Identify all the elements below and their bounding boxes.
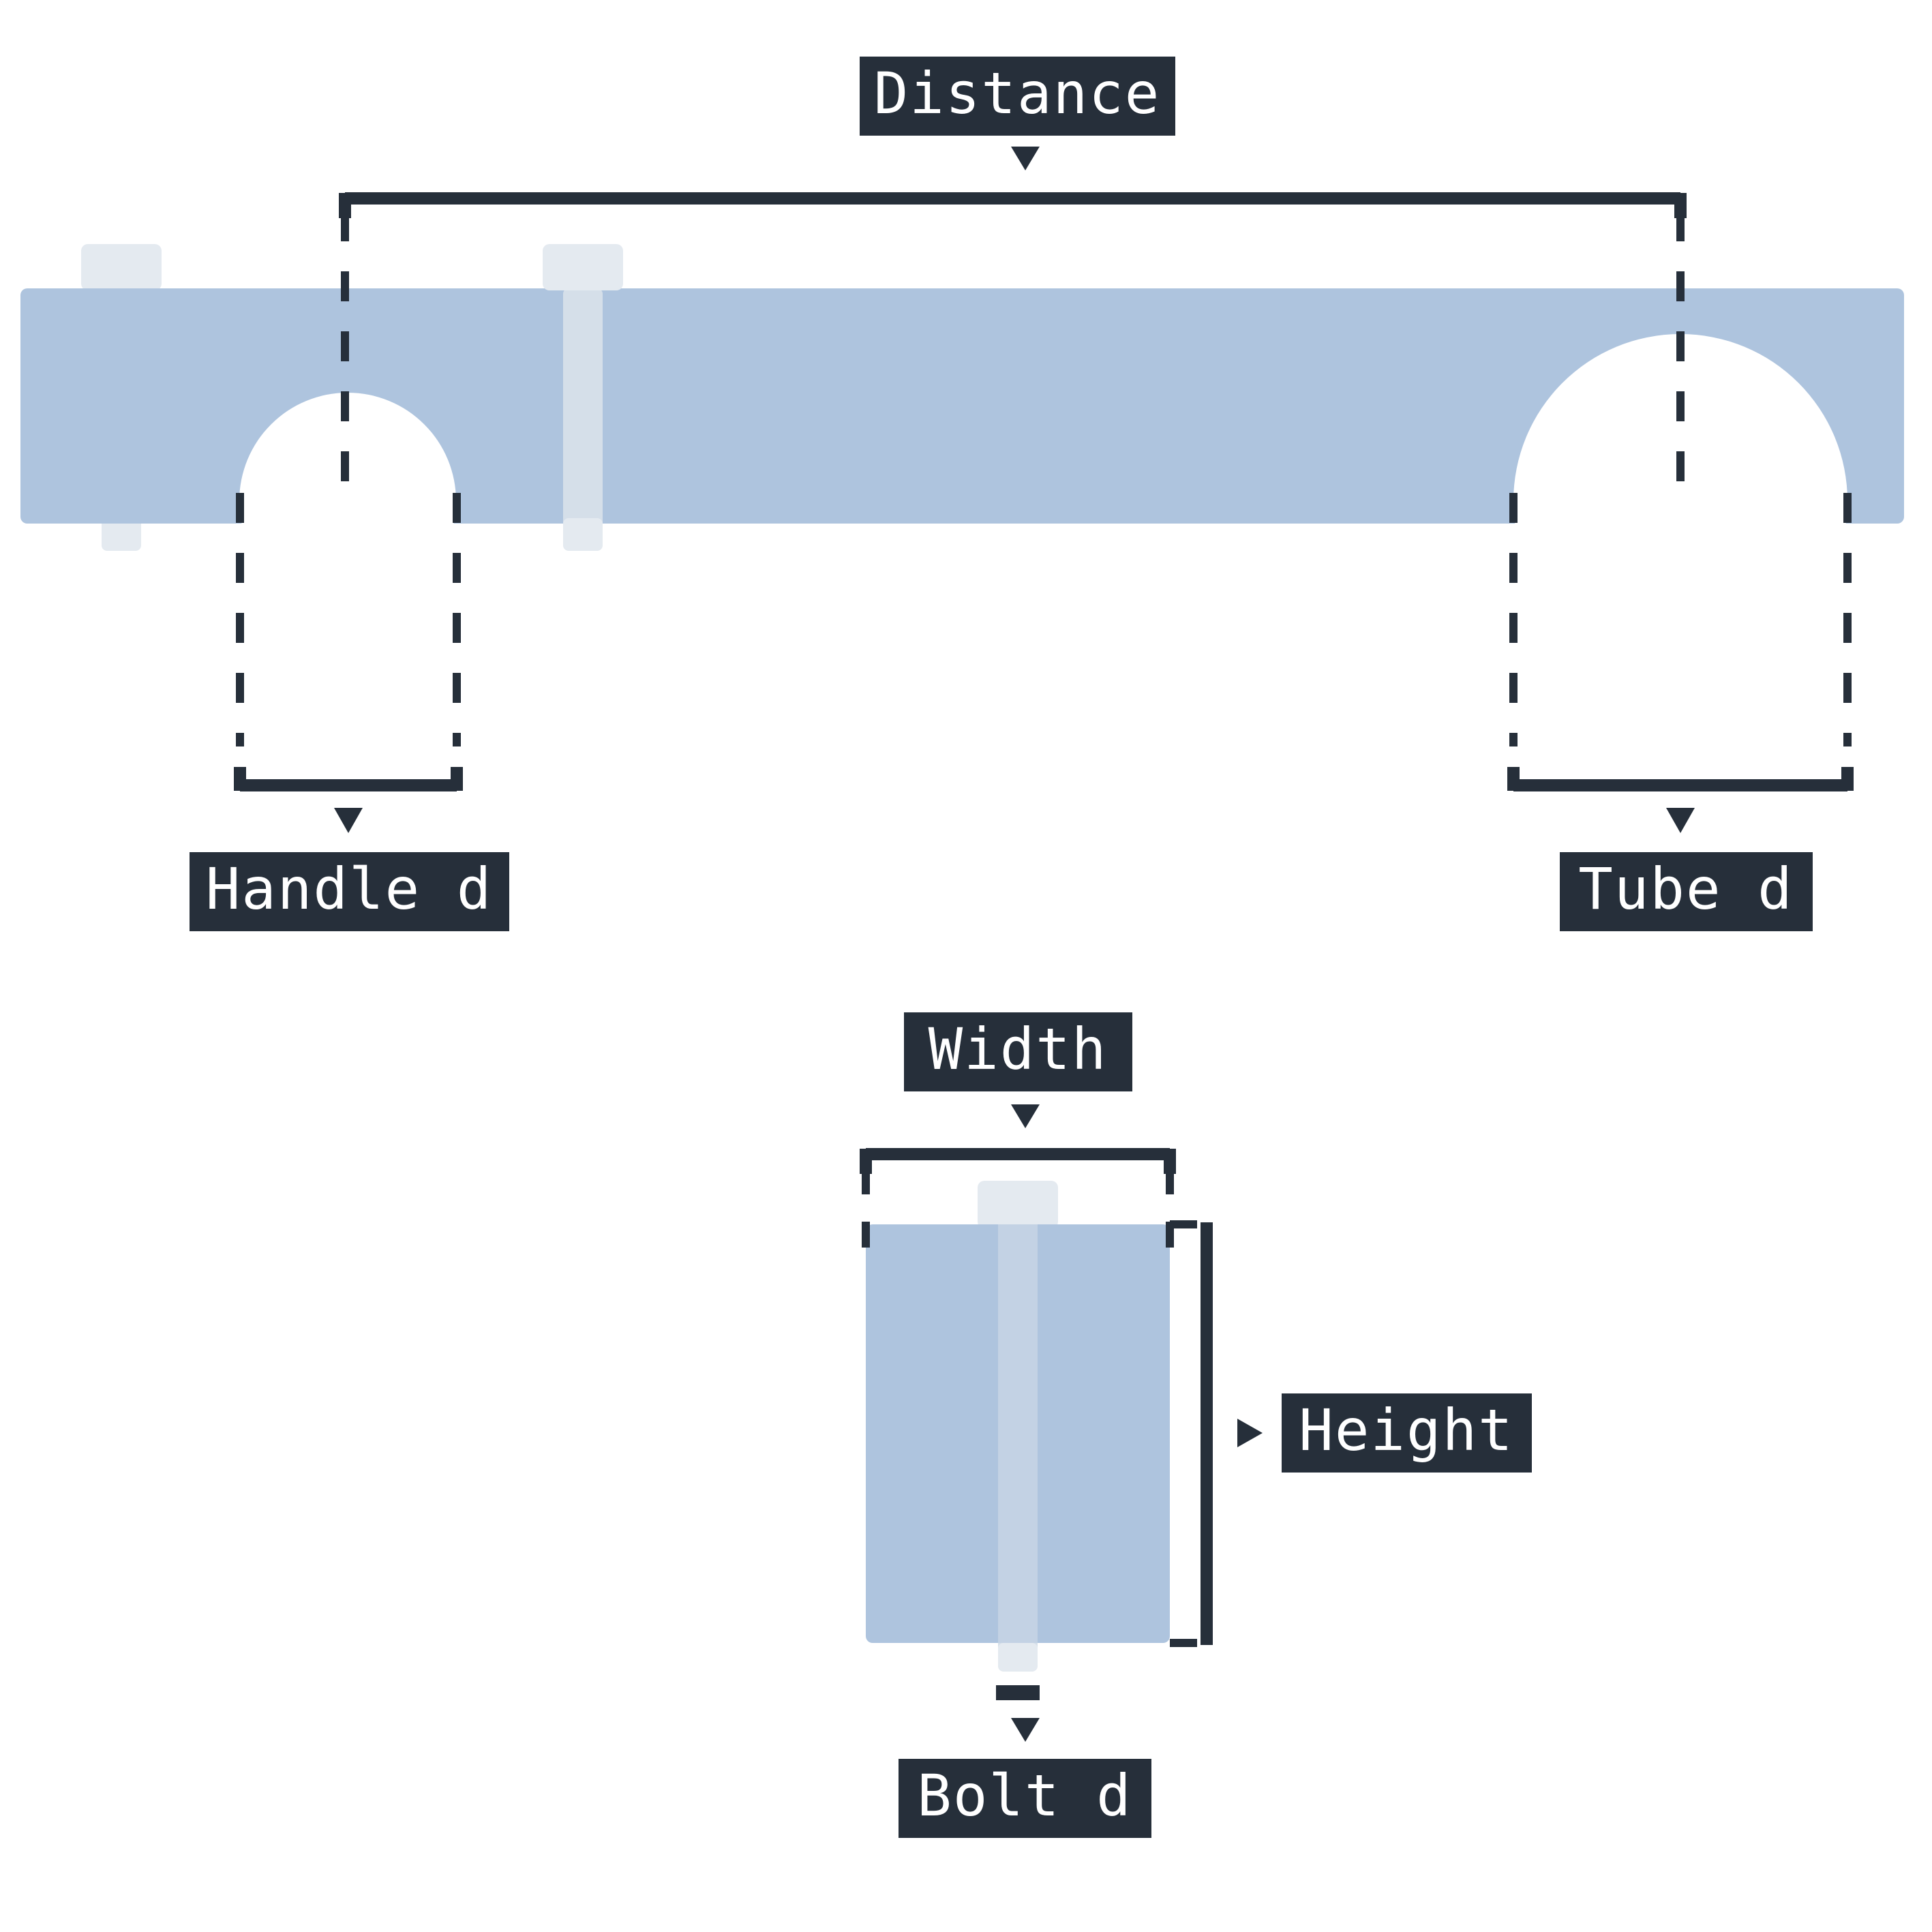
label-distance[interactable]: Distance: [860, 57, 1175, 136]
label-width[interactable]: Width: [904, 1012, 1132, 1091]
width-pointer-icon: [1011, 1104, 1040, 1128]
label-width-text: Width: [929, 1016, 1108, 1083]
measurement-bolt-d[interactable]: [996, 1685, 1040, 1742]
main-bar: [20, 288, 1904, 524]
side-bolt-tail: [998, 1643, 1038, 1672]
measurement-width[interactable]: [860, 1104, 1176, 1248]
measurement-handle-d[interactable]: [234, 493, 463, 833]
label-tube-d[interactable]: Tube d: [1560, 852, 1813, 931]
bolt-d-pointer-icon: [1011, 1718, 1040, 1742]
label-height[interactable]: Height: [1282, 1393, 1532, 1473]
measurement-tube-d[interactable]: [1507, 493, 1854, 833]
label-bolt-d-bg: [899, 1759, 1151, 1838]
label-bolt-d-text: Bolt d: [917, 1762, 1132, 1829]
top-view-group: [20, 244, 1904, 668]
label-height-text: Height: [1299, 1397, 1513, 1464]
height-pointer-icon: [1237, 1419, 1263, 1447]
label-width-bg: [904, 1012, 1132, 1091]
label-height-bg: [1282, 1393, 1532, 1473]
top-view-bolt-right: [543, 244, 623, 551]
side-view-group: [866, 1181, 1170, 1672]
distance-pointer-icon: [1011, 147, 1040, 170]
side-bolt-head: [978, 1181, 1058, 1228]
handle-hole: [239, 393, 456, 609]
tube-hole: [1513, 334, 1847, 668]
tube-d-bracket: [1507, 767, 1854, 791]
label-handle-d-bg: [190, 852, 509, 931]
bolt-tail: [102, 518, 141, 551]
bolt-head: [81, 244, 162, 290]
bolt-shaft: [563, 288, 603, 547]
side-bolt-shaft-overlay: [998, 1224, 1038, 1643]
measurement-distance[interactable]: [339, 147, 1687, 511]
bolt-tail: [563, 518, 603, 551]
handle-d-pointer-icon: [334, 808, 363, 833]
measurement-height[interactable]: [1170, 1220, 1263, 1647]
label-handle-d-text: Handle d: [206, 856, 493, 922]
tube-d-pointer-icon: [1666, 808, 1695, 833]
label-tube-d-bg: [1560, 852, 1813, 931]
bolt-head: [543, 244, 623, 290]
label-tube-d-text: Tube d: [1578, 856, 1793, 922]
label-bolt-d[interactable]: Bolt d: [899, 1759, 1151, 1838]
label-distance-bg: [860, 57, 1175, 136]
label-handle-d[interactable]: Handle d: [190, 852, 509, 931]
label-distance-text: Distance: [874, 60, 1161, 127]
handle-d-bracket: [234, 767, 463, 791]
